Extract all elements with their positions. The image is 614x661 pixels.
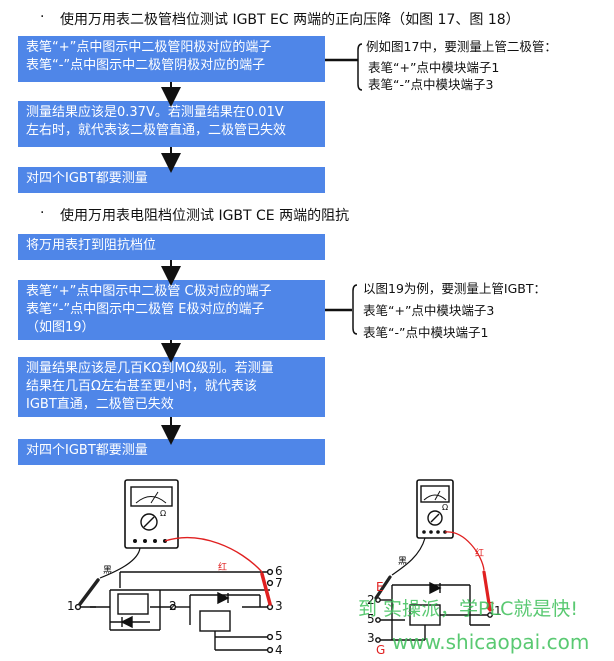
left-meter-unit: Ω: [160, 509, 167, 518]
left-terminal-3: 3: [275, 599, 283, 613]
right-terminal-3: 3: [367, 631, 375, 645]
multimeter-icon: [416, 479, 454, 539]
section1-title: 使用万用表二极管档位测试 IGBT EC 两端的正向压降（如图 17、图 18）: [60, 12, 520, 28]
left-terminal-7: 7: [275, 576, 283, 590]
note1: 例如图17中，要测量上管二极管： 表笔“+”点中模块端子1 表笔“-”点中模块端…: [366, 39, 557, 92]
right-terminal-1: 1: [494, 604, 502, 618]
red-probe-icon: [482, 570, 492, 612]
left-terminal-1: 1: [67, 599, 75, 613]
watermark-line1: 到 实操派，学PLC就是快!: [358, 598, 578, 620]
right-probes: [374, 531, 492, 612]
right-label-c: C: [486, 600, 495, 614]
left-terminal-4: 4: [275, 643, 283, 657]
left-terminal-2: 2: [169, 599, 177, 613]
right-red-label: 红: [475, 549, 485, 559]
right-black-label: 黑: [398, 557, 408, 567]
right-label-e: E: [376, 580, 384, 594]
flow1-step2: 测量结果应该是0.37V。若测量结果在0.01V 左右时，就代表该二极管直通，二…: [18, 101, 325, 147]
section2-title: 使用万用表电阻档位测试 IGBT CE 两端的阻抗: [60, 208, 350, 224]
flow1-step1: 表笔“+”点中图示中二极管阳极对应的端子 表笔“-”点中图示中二极管阴极对应的端…: [18, 36, 325, 82]
left-black-label: 黑: [103, 566, 113, 576]
right-circuit: [375, 479, 493, 643]
left-terminal-5: 5: [275, 629, 283, 643]
left-terminal-6: 6: [275, 564, 283, 578]
right-terminal-2: 2: [367, 593, 375, 607]
red-probe-icon: [260, 572, 272, 606]
bullet: ·: [40, 205, 45, 221]
left-circuit: [74, 479, 274, 654]
watermark-line2: www.shicaopai.com: [392, 630, 590, 654]
note2: 以图19为例，要测量上管IGBT： 表笔“+”点中模块端子3 表笔“-”点中模块…: [363, 281, 546, 340]
bullet: ·: [40, 9, 45, 25]
right-terminal-5: 5: [367, 612, 375, 626]
right-meter-unit: Ω: [442, 503, 449, 512]
left-probes: [78, 537, 272, 606]
note2-bracket: [325, 284, 358, 335]
flow2-step2: 表笔“+”点中图示中二极管 C极对应的端子 表笔“-”点中图示中二极管 E极对应…: [18, 280, 325, 340]
black-probe-icon: [78, 578, 100, 606]
flow2-step3: 测量结果应该是几百KΩ到MΩ级别。若测量 结果在几百Ω左右甚至更小时，就代表该 …: [18, 357, 325, 417]
flow2-step1: 将万用表打到阻抗档位: [18, 234, 325, 260]
note1-bracket: [325, 43, 363, 91]
black-probe-icon: [374, 575, 392, 600]
left-red-label: 红: [218, 563, 228, 573]
multimeter-icon: [124, 479, 179, 549]
right-label-g: G: [376, 643, 386, 657]
